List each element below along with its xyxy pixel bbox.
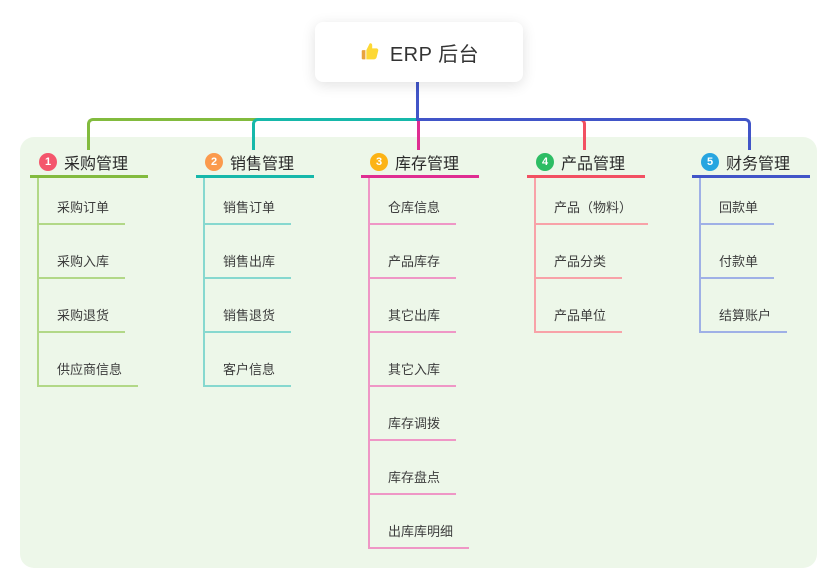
branches-panel bbox=[20, 137, 817, 568]
connector-branch-5 bbox=[416, 118, 751, 150]
branch-number-badge: 5 bbox=[701, 152, 719, 171]
child-node[interactable]: 销售订单 bbox=[205, 178, 292, 225]
branch-product-children: 产品（物料） 产品分类 产品单位 bbox=[534, 178, 667, 333]
branch-product: 4 产品管理 产品（物料） 产品分类 产品单位 bbox=[527, 148, 667, 333]
child-node[interactable]: 销售退货 bbox=[205, 279, 292, 333]
child-node[interactable]: 库存调拨 bbox=[370, 387, 457, 441]
branch-sales-header[interactable]: 2 销售管理 bbox=[196, 148, 314, 178]
branch-finance: 5 财务管理 回款单 付款单 结算账户 bbox=[692, 148, 832, 333]
child-node[interactable]: 产品（物料） bbox=[536, 178, 649, 225]
root-node-label: ERP 后台 bbox=[389, 43, 480, 66]
branch-title: 库存管理 bbox=[395, 155, 460, 173]
branch-finance-header[interactable]: 5 财务管理 bbox=[692, 148, 810, 178]
child-node[interactable]: 库存盘点 bbox=[370, 441, 457, 495]
connector-branch-2 bbox=[252, 118, 419, 150]
connector-branch-3 bbox=[417, 121, 420, 150]
branch-inventory: 3 库存管理 仓库信息 产品库存 其它出库 其它入库 库存调拨 库存盘点 出库库… bbox=[361, 148, 501, 549]
child-node[interactable]: 出库库明细 bbox=[370, 495, 470, 549]
child-node[interactable]: 销售出库 bbox=[205, 225, 292, 279]
branch-purchase-header[interactable]: 1 采购管理 bbox=[30, 148, 148, 178]
child-node[interactable]: 产品库存 bbox=[370, 225, 457, 279]
child-node[interactable]: 结算账户 bbox=[701, 279, 788, 333]
branch-number-badge: 1 bbox=[39, 152, 57, 171]
child-node[interactable]: 其它出库 bbox=[370, 279, 457, 333]
branch-purchase: 1 采购管理 采购订单 采购入库 采购退货 供应商信息 bbox=[30, 148, 170, 387]
child-node[interactable]: 产品单位 bbox=[536, 279, 623, 333]
branch-purchase-children: 采购订单 采购入库 采购退货 供应商信息 bbox=[37, 178, 170, 387]
branch-sales: 2 销售管理 销售订单 销售出库 销售退货 客户信息 bbox=[196, 148, 336, 387]
branch-number-badge: 4 bbox=[536, 152, 554, 171]
branch-title: 采购管理 bbox=[64, 155, 129, 173]
branch-inventory-children: 仓库信息 产品库存 其它出库 其它入库 库存调拨 库存盘点 出库库明细 bbox=[368, 178, 501, 549]
child-node[interactable]: 采购入库 bbox=[39, 225, 126, 279]
child-node[interactable]: 采购订单 bbox=[39, 178, 126, 225]
child-node[interactable]: 回款单 bbox=[701, 178, 775, 225]
branch-number-badge: 3 bbox=[370, 152, 388, 171]
branch-inventory-header[interactable]: 3 库存管理 bbox=[361, 148, 479, 178]
branch-title: 财务管理 bbox=[726, 155, 791, 173]
thumbs-up-icon bbox=[359, 41, 381, 63]
branch-sales-children: 销售订单 销售出库 销售退货 客户信息 bbox=[203, 178, 336, 387]
child-node[interactable]: 付款单 bbox=[701, 225, 775, 279]
child-node[interactable]: 供应商信息 bbox=[39, 333, 139, 387]
child-node[interactable]: 客户信息 bbox=[205, 333, 292, 387]
branch-title: 销售管理 bbox=[230, 155, 295, 173]
branch-number-badge: 2 bbox=[205, 152, 223, 171]
child-node[interactable]: 其它入库 bbox=[370, 333, 457, 387]
branch-finance-children: 回款单 付款单 结算账户 bbox=[699, 178, 832, 333]
root-node[interactable]: ERP 后台 bbox=[315, 22, 523, 82]
branch-title: 产品管理 bbox=[561, 155, 626, 173]
child-node[interactable]: 产品分类 bbox=[536, 225, 623, 279]
root-stem-line bbox=[416, 82, 419, 121]
child-node[interactable]: 仓库信息 bbox=[370, 178, 457, 225]
branch-product-header[interactable]: 4 产品管理 bbox=[527, 148, 645, 178]
child-node[interactable]: 采购退货 bbox=[39, 279, 126, 333]
